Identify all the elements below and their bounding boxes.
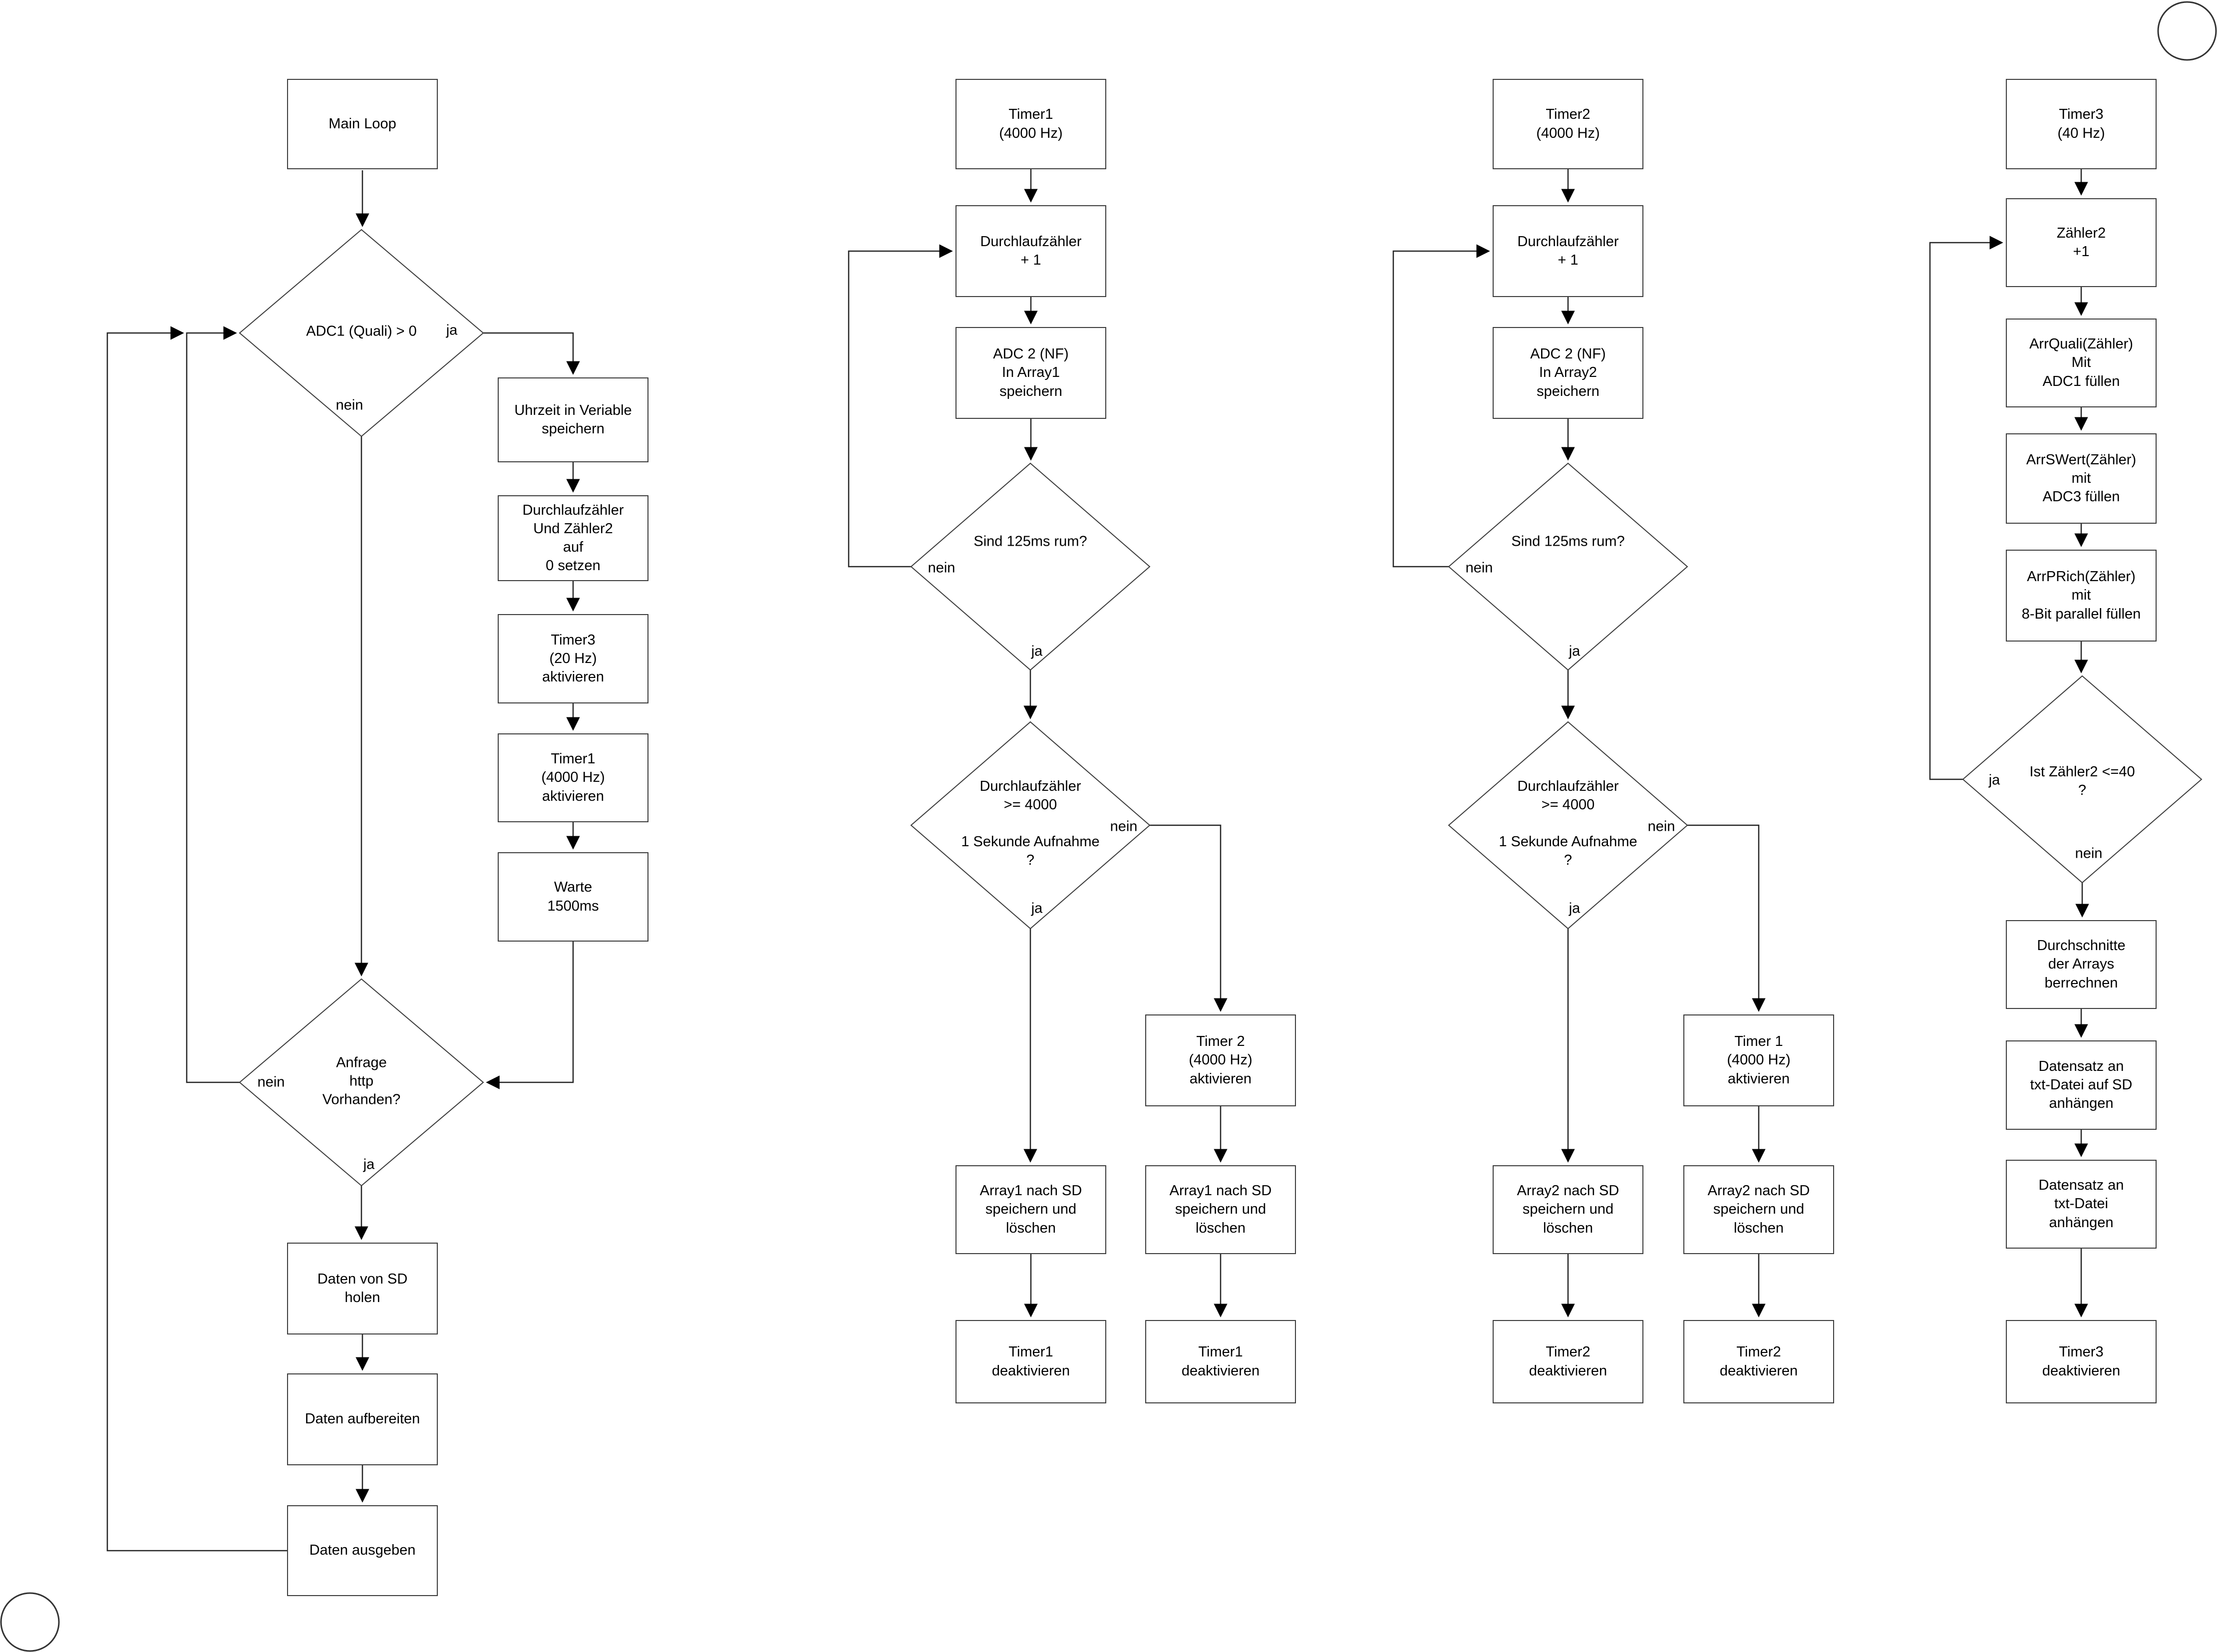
process-box-adc2-array2: ADC 2 (NF) In Array2 speichern xyxy=(1493,327,1643,419)
connector-anfrage-nein-loop xyxy=(186,326,240,1083)
edge-label-zaehler2-nein: nein xyxy=(2075,845,2103,862)
connector-ausgeben-loop xyxy=(106,326,287,1552)
process-box-datensatz-txt: Datensatz an txt-Datei anhängen xyxy=(2006,1160,2157,1249)
decision-text-zaehler2: Ist Zähler2 <=40 ? xyxy=(2029,763,2135,798)
edge-label-4000-b-ja: ja xyxy=(1569,900,1581,917)
process-box-daten-von-sd-holen: Daten von SD holen xyxy=(287,1243,438,1334)
edge-label-4000-a-ja: ja xyxy=(1031,900,1043,917)
edge-label-anfrage-ja: ja xyxy=(363,1156,375,1173)
process-box-timer1-aktivieren-b: Timer 1 (4000 Hz) aktivieren xyxy=(1683,1014,1834,1106)
process-box-arrprich: ArrPRich(Zähler) mit 8-Bit parallel füll… xyxy=(2006,550,2157,642)
decision-diamond-125ms-b xyxy=(1448,462,1688,671)
connector-decision-ja-loop xyxy=(1929,236,2003,780)
edge-label-125ms-a-nein: nein xyxy=(928,560,955,576)
decision-diamond-adc1 xyxy=(239,229,484,437)
connector-d4000-nein-to-timer2akt xyxy=(1150,824,1228,1012)
page-circle-bottom-left xyxy=(0,1592,60,1652)
process-box-daten-aufbereiten: Daten aufbereiten xyxy=(287,1373,438,1465)
process-box-uhrzeit-speichern: Uhrzeit in Veriable speichern xyxy=(498,377,648,462)
edge-label-zaehler2-ja: ja xyxy=(1988,772,2000,788)
decision-text-4000-a: Durchlaufzähler >= 4000 1 Sekunde Aufnah… xyxy=(961,778,1100,869)
process-box-timer1-deaktivieren-left: Timer1 deaktivieren xyxy=(955,1320,1106,1403)
decision-diamond-anfrage xyxy=(239,978,484,1187)
edge-label-4000-a-nein: nein xyxy=(1110,818,1138,835)
process-box-zaehler-reset: Durchlaufzähler Und Zähler2 auf 0 setzen xyxy=(498,495,648,581)
process-box-array1-save-left: Array1 nach SD speichern und löschen xyxy=(955,1165,1106,1254)
decision-text-125ms-b: Sind 125ms rum? xyxy=(1511,533,1625,550)
process-box-main-loop: Main Loop xyxy=(287,79,438,169)
process-box-zaehler2-plus1: Zähler2 +1 xyxy=(2006,198,2157,287)
process-box-timer2-deaktivieren-left: Timer2 deaktivieren xyxy=(1493,1320,1643,1403)
process-box-timer2-aktivieren-a: Timer 2 (4000 Hz) aktivieren xyxy=(1145,1014,1296,1106)
edge-label-125ms-a-ja: ja xyxy=(1031,643,1043,660)
process-box-arrquali: ArrQuali(Zähler) Mit ADC1 füllen xyxy=(2006,319,2157,407)
process-box-array1-save-right: Array1 nach SD speichern und löschen xyxy=(1145,1165,1296,1254)
connector-adc1-ja-to-uhrzeit xyxy=(483,332,580,375)
process-box-timer3-deaktivieren: Timer3 deaktivieren xyxy=(2006,1320,2157,1403)
decision-text-adc1: ADC1 (Quali) > 0 xyxy=(306,323,417,339)
edge-label-125ms-b-ja: ja xyxy=(1569,643,1581,660)
decision-diamond-4000-b xyxy=(1448,721,1688,930)
process-box-timer1-deaktivieren-right: Timer1 deaktivieren xyxy=(1145,1320,1296,1403)
process-box-daten-ausgeben: Daten ausgeben xyxy=(287,1505,438,1596)
connectors xyxy=(106,169,2089,1552)
decision-text-125ms-a: Sind 125ms rum? xyxy=(973,533,1087,550)
decision-diamond-125ms-a xyxy=(910,462,1151,671)
edge-label-4000-b-nein: nein xyxy=(1647,818,1675,835)
process-box-durchschnitte: Durchschnitte der Arrays berrechnen xyxy=(2006,920,2157,1009)
decision-diamond-zaehler2 xyxy=(1962,675,2203,884)
process-box-datensatz-sd: Datensatz an txt-Datei auf SD anhängen xyxy=(2006,1040,2157,1130)
process-box-warte-1500ms: Warte 1500ms xyxy=(498,852,648,942)
process-box-timer2-head: Timer2 (4000 Hz) xyxy=(1493,79,1643,169)
process-box-timer3-aktivieren: Timer3 (20 Hz) aktivieren xyxy=(498,614,648,703)
edge-label-adc1-ja: ja xyxy=(446,322,458,338)
process-box-timer1-aktivieren: Timer1 (4000 Hz) aktivieren xyxy=(498,733,648,822)
decision-text-anfrage: Anfrage http Vorhanden? xyxy=(322,1054,401,1108)
connector-d4000b-nein-to-timer1akt xyxy=(1687,824,1766,1012)
edge-label-adc1-nein: nein xyxy=(335,397,363,413)
page-circle-top-right xyxy=(2157,1,2217,61)
decision-text-4000-b: Durchlaufzähler >= 4000 1 Sekunde Aufnah… xyxy=(1499,778,1637,869)
process-box-durchlaufzaehler-b: Durchlaufzähler + 1 xyxy=(1493,205,1643,297)
edge-label-anfrage-nein: nein xyxy=(257,1074,285,1090)
edge-label-125ms-b-nein: nein xyxy=(1465,560,1493,576)
decision-diamond-4000-a xyxy=(910,721,1151,930)
process-box-durchlaufzaehler-a: Durchlaufzähler + 1 xyxy=(955,205,1106,297)
connector-warte-to-anfrage xyxy=(486,942,574,1089)
connector-d125-nein-loop xyxy=(848,244,953,568)
process-box-array2-save-left: Array2 nach SD speichern und löschen xyxy=(1493,1165,1643,1254)
process-box-timer3-head: Timer3 (40 Hz) xyxy=(2006,79,2157,169)
process-box-adc2-array1: ADC 2 (NF) In Array1 speichern xyxy=(955,327,1106,419)
process-box-timer2-deaktivieren-right: Timer2 deaktivieren xyxy=(1683,1320,1834,1403)
connector-d125b-nein-loop xyxy=(1392,244,1490,568)
process-box-array2-save-right: Array2 nach SD speichern und löschen xyxy=(1683,1165,1834,1254)
decision-diamonds xyxy=(239,229,2203,1187)
process-box-timer1-head: Timer1 (4000 Hz) xyxy=(955,79,1106,169)
process-box-arrswert: ArrSWert(Zähler) mit ADC3 füllen xyxy=(2006,433,2157,524)
